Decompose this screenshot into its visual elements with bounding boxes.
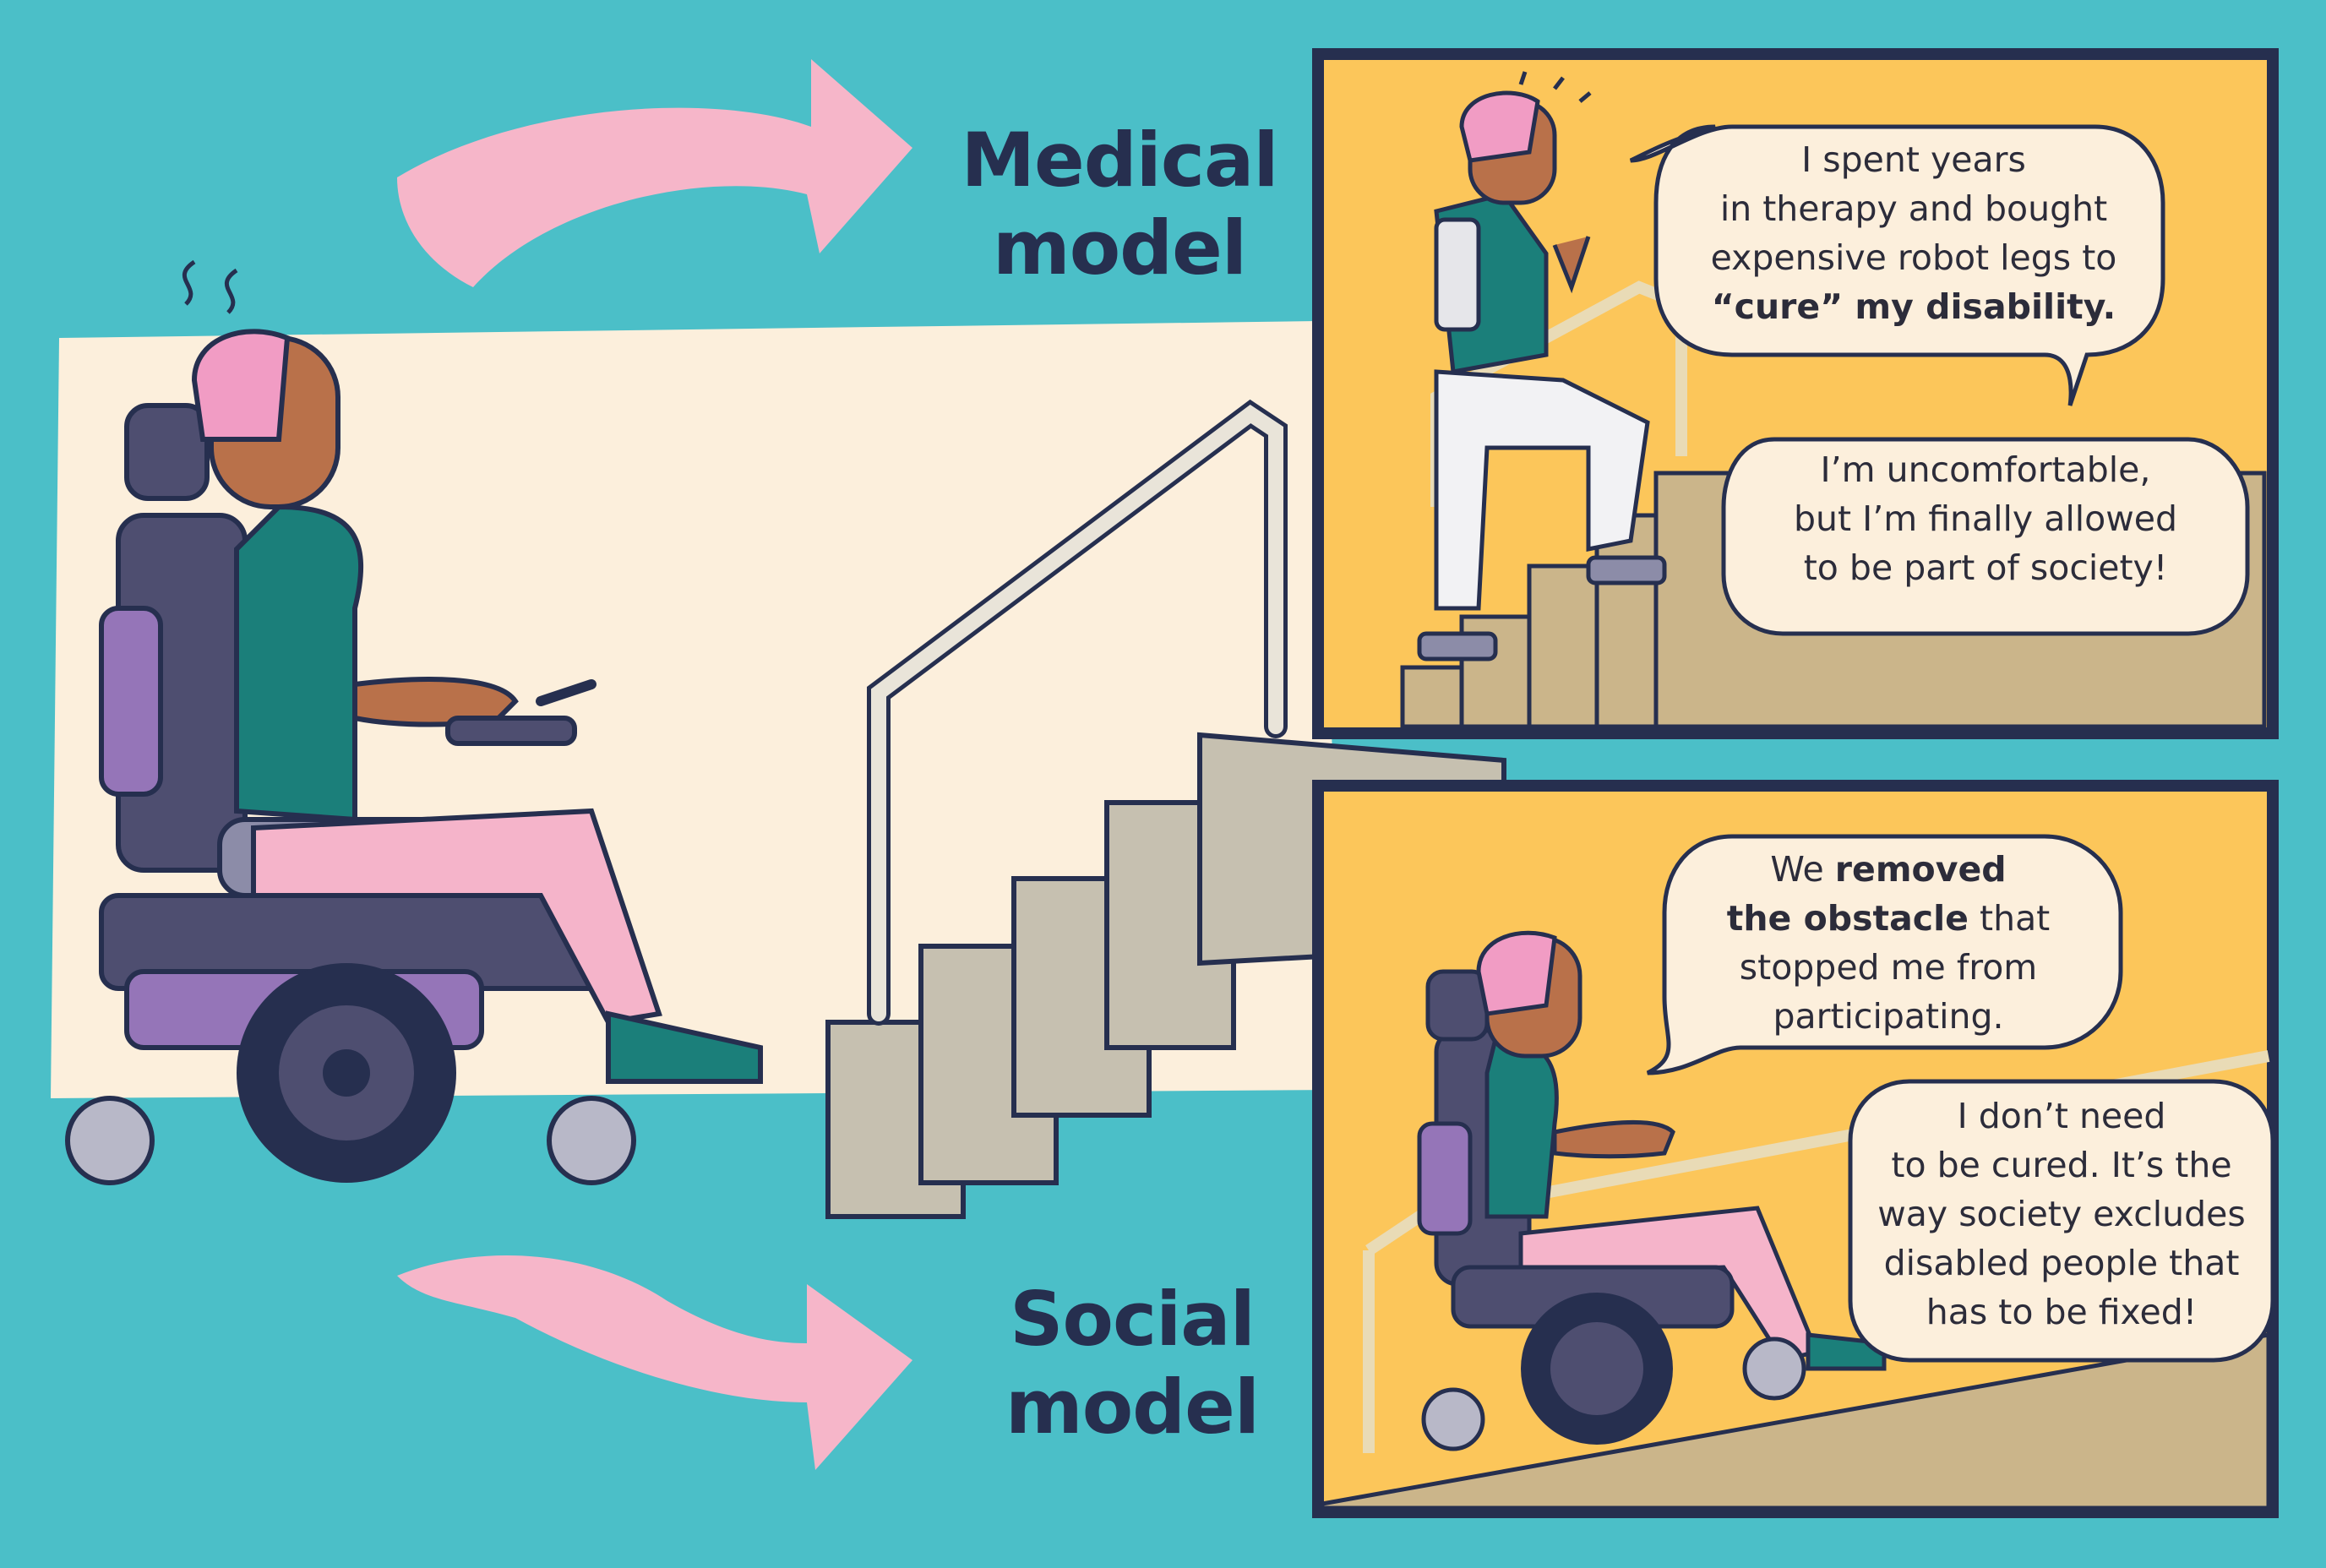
- speech-bubble-therapy-text: I spent years in therapy and bought expens…: [1677, 135, 2150, 331]
- panel-social-model: [1312, 780, 2279, 1518]
- bubble-text: to be part of society!: [1803, 547, 2168, 588]
- medical-model-label-line-2: model: [993, 204, 1247, 291]
- bubble-text: disabled people that: [1883, 1243, 2240, 1283]
- person-with-exoskeleton: [1417, 71, 1667, 662]
- bubble-text: way society excludes: [1877, 1194, 2246, 1234]
- bubble-line: I spent years: [1677, 135, 2150, 184]
- medical-model-label: Medical model: [951, 117, 1288, 292]
- bubble-bold-text: “cure” my disability.: [1711, 286, 2116, 327]
- bubble-line: in therapy and bought: [1677, 184, 2150, 233]
- stair-handrail-fill: [871, 404, 1283, 1021]
- social-model-label-line-2: model: [1005, 1364, 1260, 1451]
- bubble-line: but I’m finally allowed: [1736, 494, 2235, 543]
- wheelchair-user-on-ramp: [1417, 930, 1887, 1451]
- bubble-line: to be cured. It’s the: [1859, 1141, 2264, 1190]
- bubble-text: but I’m finally allowed: [1793, 498, 2177, 539]
- arrow-to-social-model: [397, 1255, 912, 1470]
- social-model-label-line-1: Social: [1010, 1276, 1256, 1363]
- bubble-text: has to be fixed!: [1926, 1292, 2198, 1332]
- bubble-text: I don’t need: [1957, 1096, 2166, 1136]
- bubble-line: expensive robot legs to: [1677, 233, 2150, 282]
- speech-bubble-bottom-1-shape: [1646, 834, 2123, 1075]
- bubble-text: I spent years: [1801, 139, 2026, 180]
- speech-bubble-top-2-shape: [1721, 437, 2250, 636]
- bubble-line: has to be fixed!: [1859, 1288, 2264, 1337]
- bubble-line: I’m uncomfortable,: [1736, 445, 2235, 494]
- arrow-to-medical-model: [397, 59, 912, 287]
- speech-bubble-dont-need-cure-text: I don’t need to be cured. It’s the way soc…: [1859, 1092, 2264, 1337]
- bubble-line: “cure” my disability.: [1677, 282, 2150, 331]
- bubble-text: I’m uncomfortable,: [1820, 449, 2151, 490]
- bubble-line: participating.: [1669, 992, 2108, 1041]
- bubble-line: stopped me from: [1669, 943, 2108, 992]
- bubble-line: the obstacle that: [1669, 894, 2108, 943]
- bubble-text: stopped me from: [1739, 947, 2038, 988]
- bubble-line: to be part of society!: [1736, 543, 2235, 592]
- panel-medical-model: [1312, 48, 2279, 739]
- speech-bubble-top-1-shape: [1629, 124, 2165, 406]
- medical-model-label-line-1: Medical: [961, 117, 1278, 204]
- bubble-bold-text: the obstacle: [1726, 898, 1969, 939]
- bubble-text: We: [1770, 849, 1835, 890]
- bubble-bold-text: removed: [1834, 849, 2007, 890]
- bubble-line: way society excludes: [1859, 1190, 2264, 1239]
- bubble-text: that: [1968, 898, 2051, 939]
- sweat-drops-icon: [1518, 71, 1592, 103]
- bubble-line: We removed: [1669, 845, 2108, 894]
- speech-bubble-bottom-2-shape: [1848, 1079, 2275, 1363]
- bubble-text: in therapy and bought: [1719, 188, 2108, 229]
- bubble-line: disabled people that: [1859, 1239, 2264, 1288]
- social-model-label: Social model: [963, 1276, 1301, 1451]
- squiggle-stress-icon: [182, 259, 238, 314]
- wheelchair-user-illustration: [65, 259, 763, 1185]
- bubble-text: participating.: [1773, 996, 2004, 1037]
- bubble-text: expensive robot legs to: [1710, 237, 2117, 278]
- bubble-text: to be cured. It’s the: [1891, 1145, 2232, 1185]
- speech-bubble-uncomfortable-text: I’m uncomfortable, but I’m finally allowe…: [1736, 445, 2235, 592]
- bubble-line: I don’t need: [1859, 1092, 2264, 1141]
